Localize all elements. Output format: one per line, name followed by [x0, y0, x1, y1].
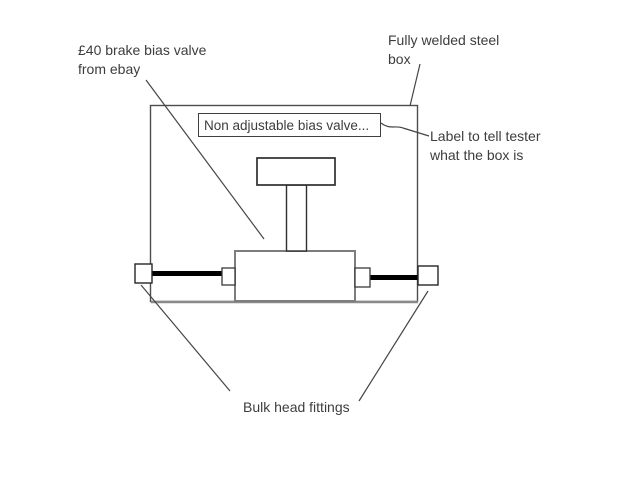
- valve-right-port: [354, 267, 371, 288]
- leader-left-fitting: [140, 284, 231, 392]
- leader-right-fitting: [358, 290, 429, 402]
- left-bulkhead-fitting: [134, 263, 153, 284]
- leader-label-note: [380, 122, 430, 137]
- right-bulkhead-fitting: [417, 265, 439, 286]
- valve-stem: [285, 184, 308, 252]
- note-fittings: Bulk head fittings: [243, 399, 350, 415]
- valve-label-plate: Non adjustable bias valve...: [198, 113, 381, 137]
- leader-valve-note: [145, 79, 265, 240]
- note-enclosure: Fully welded steel box: [388, 32, 500, 67]
- valve-knob: [256, 157, 336, 186]
- valve-label-text: Non adjustable bias valve...: [204, 117, 370, 133]
- note-valve-source: £40 brake bias valve from ebay: [78, 42, 207, 77]
- leader-steel-box-note: [409, 63, 421, 107]
- valve-body: [234, 250, 356, 302]
- note-label-purpose: Label to tell tester what the box is: [430, 128, 541, 163]
- valve-left-port: [221, 267, 236, 286]
